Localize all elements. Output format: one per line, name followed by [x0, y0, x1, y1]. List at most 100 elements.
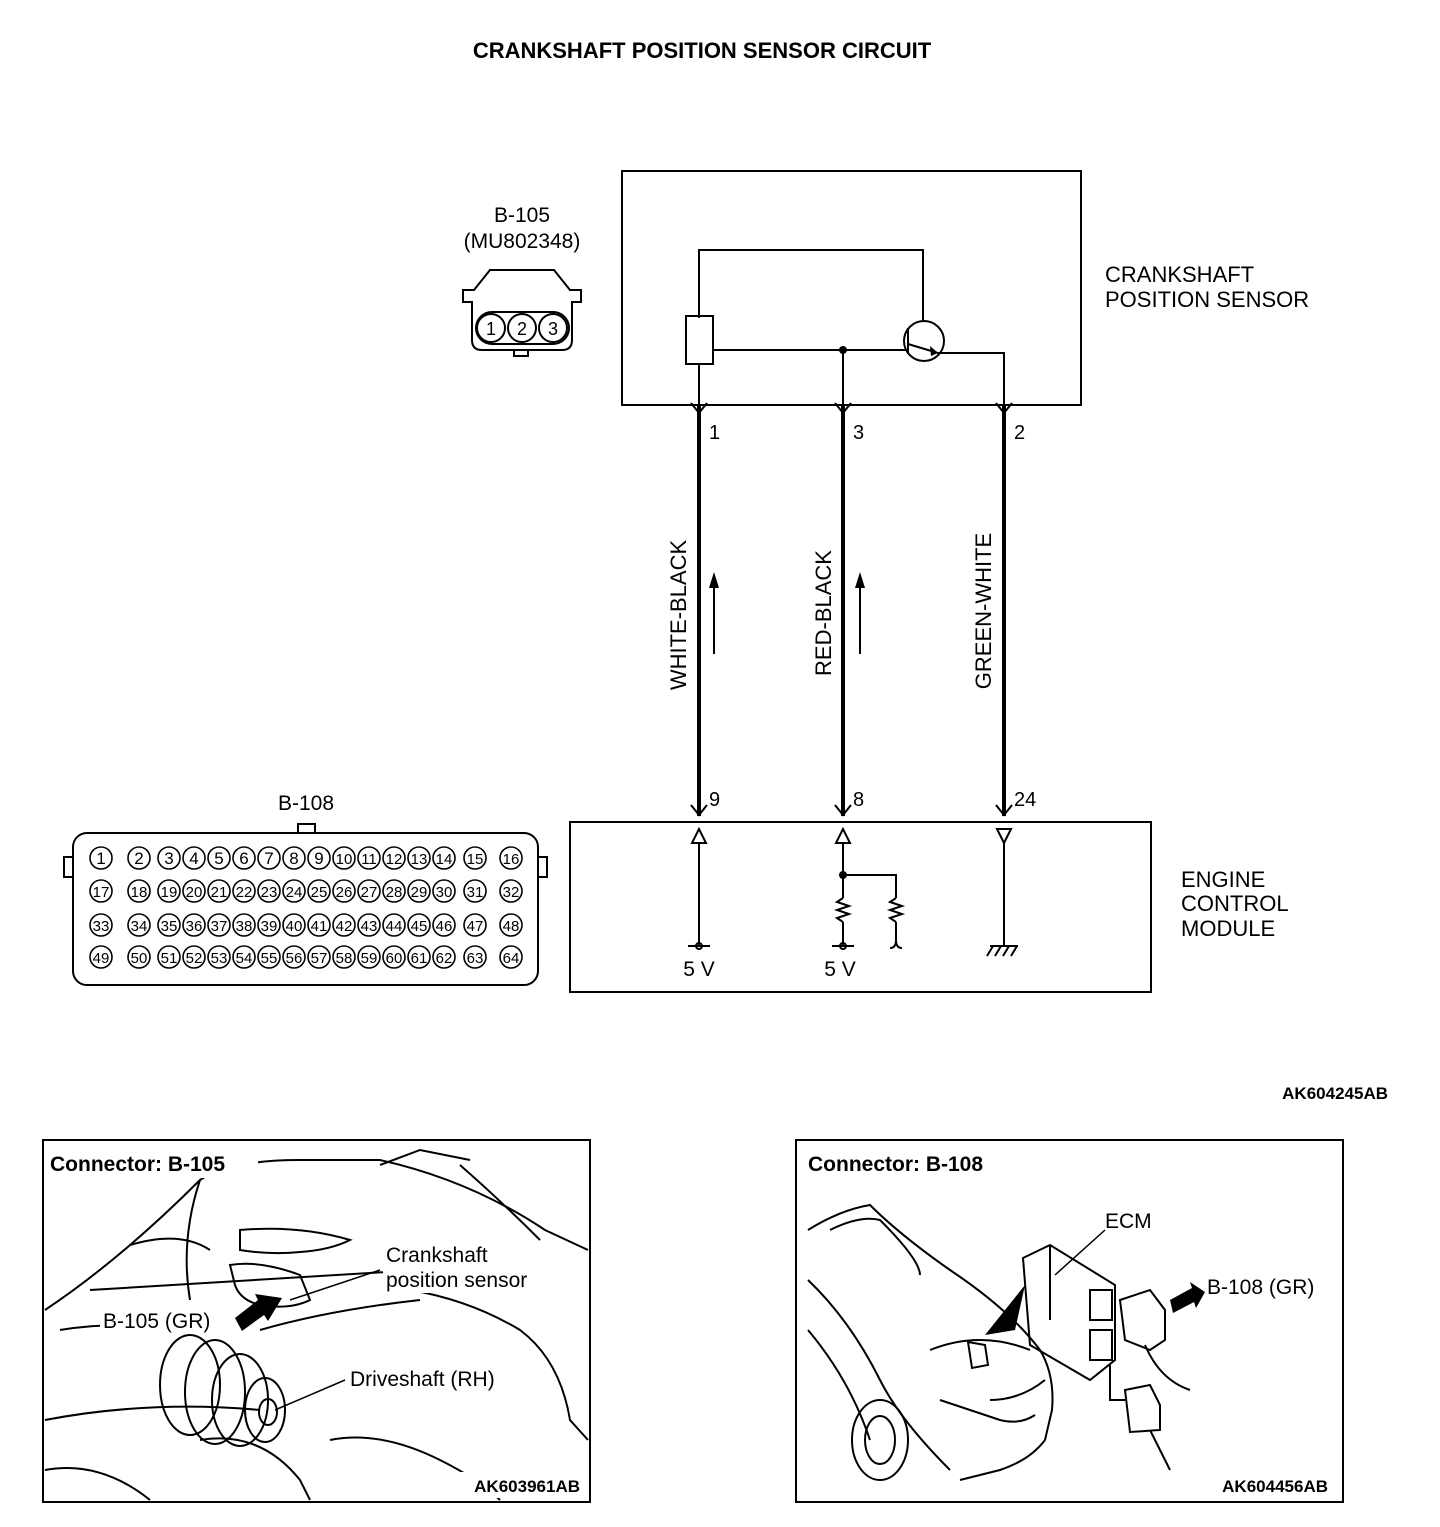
b108-pin-circle — [499, 945, 523, 969]
current-arrow-icon — [855, 572, 865, 588]
ecm-illustration — [1021, 1243, 1191, 1471]
leader-line — [289, 1269, 381, 1301]
b108-pin-34: 34 — [131, 918, 148, 935]
b108-pin-circle — [499, 913, 523, 937]
b108-pin-26: 26 — [336, 884, 353, 901]
b108-pin-16: 16 — [503, 851, 520, 868]
b108-pin-circle — [357, 846, 381, 870]
b108-pin-22: 22 — [236, 884, 253, 901]
b108-pin-circle — [257, 913, 281, 937]
b108-pin-circle — [307, 879, 331, 903]
b108-pin-circle — [463, 846, 487, 870]
junction-dot — [839, 346, 847, 354]
b108-pin-50: 50 — [131, 950, 148, 967]
b108-pin-31: 31 — [467, 884, 484, 901]
b108-pin-circle — [282, 913, 306, 937]
b108-pin-circle — [232, 846, 256, 870]
b108-pin-circle — [232, 913, 256, 937]
b108-pin-circle — [463, 913, 487, 937]
b108-pin-41: 41 — [311, 918, 328, 935]
b108-pin-64: 64 — [503, 950, 520, 967]
label-b108-gr: B-108 (GR) — [1207, 1276, 1314, 1299]
b108-pin-27: 27 — [361, 884, 378, 901]
label-bg — [383, 1243, 555, 1293]
ecm-location-mark-icon — [966, 1340, 990, 1370]
b108-pin-circle — [157, 945, 181, 969]
b108-pin-circle — [89, 913, 113, 937]
b108-pin-circle — [157, 846, 181, 870]
panel-title-bg — [48, 1150, 258, 1178]
b108-pin-12: 12 — [386, 851, 403, 868]
ecm-pin-8: 8 — [853, 789, 864, 811]
b108-pin-59: 59 — [361, 950, 378, 967]
label-position-sensor: position sensor — [386, 1269, 527, 1292]
b108-pin-36: 36 — [186, 918, 203, 935]
pointer-wedge-icon — [985, 1285, 1025, 1335]
ecm-supply-5v-1: 5 V — [683, 958, 715, 981]
b108-pin-circle — [282, 879, 306, 903]
engine-bay-illustration — [44, 1148, 589, 1501]
b108-pin-circle — [89, 879, 113, 903]
b108-pin-23: 23 — [261, 884, 278, 901]
driveshaft-illustration — [159, 1334, 286, 1447]
ecm-pin-9: 9 — [709, 789, 720, 811]
b108-pin-40: 40 — [286, 918, 303, 935]
b108-pin-8: 8 — [289, 849, 298, 868]
b108-pin-circle — [207, 945, 231, 969]
label-b105-gr: B-105 (GR) — [103, 1310, 210, 1333]
ecm-label-line1: ENGINE — [1181, 867, 1265, 892]
transistor-icon — [903, 320, 945, 362]
b108-pin-37: 37 — [211, 918, 228, 935]
pointer-arrow-icon — [235, 1294, 282, 1331]
label-bg — [455, 1472, 585, 1498]
wire-label-red-black: RED-BLACK — [811, 550, 836, 676]
wire-harness — [690, 402, 1013, 817]
b108-pin-circle — [127, 846, 151, 870]
ecm-supply-5v-2: 5 V — [824, 958, 856, 981]
b108-pin-30: 30 — [436, 884, 453, 901]
sensor-pin-1: 1 — [709, 422, 720, 444]
b108-pin-2: 2 — [134, 849, 143, 868]
b108-pin-29: 29 — [411, 884, 428, 901]
b108-pin-19: 19 — [161, 884, 178, 901]
b108-pin-circle — [432, 846, 456, 870]
b108-pin-33: 33 — [93, 918, 110, 935]
b108-pin-circle — [282, 846, 306, 870]
label-ecm: ECM — [1105, 1210, 1152, 1233]
b108-pin-15: 15 — [467, 851, 484, 868]
b108-pin-47: 47 — [467, 918, 484, 935]
b108-pin-10: 10 — [336, 851, 353, 868]
b108-pin-circle — [257, 945, 281, 969]
b108-pin-45: 45 — [411, 918, 428, 935]
b108-pin-circle — [207, 846, 231, 870]
sensor-pin-3: 3 — [853, 422, 864, 444]
b108-pin-circle — [282, 945, 306, 969]
car-illustration — [807, 1203, 1054, 1481]
sensor-pin-2: 2 — [1014, 422, 1025, 444]
b108-pin-circle — [127, 913, 151, 937]
wire-label-green-white: GREEN-WHITE — [971, 533, 996, 689]
b108-pin-51: 51 — [161, 950, 178, 967]
hall-element-icon — [685, 315, 714, 365]
ecm-box — [569, 821, 1152, 993]
b108-pin-3: 3 — [164, 849, 173, 868]
pointer-arrow-icon — [1170, 1282, 1205, 1313]
page-title: CRANKSHAFT POSITION SENSOR CIRCUIT — [473, 38, 932, 63]
b108-pin-circle — [357, 879, 381, 903]
panel-left-title: Connector: B-105 — [50, 1153, 225, 1176]
ecm-label-line2: CONTROL — [1181, 891, 1289, 916]
b108-pin-circle — [357, 945, 381, 969]
ecm-label-line3: MODULE — [1181, 916, 1275, 941]
b108-pin-circle — [407, 945, 431, 969]
ecm-pin-24: 24 — [1014, 789, 1036, 811]
b108-pin-circle — [499, 879, 523, 903]
label-crankshaft: Crankshaft — [386, 1244, 488, 1267]
b108-pin-circle — [157, 879, 181, 903]
b105-connector-face — [462, 269, 582, 357]
b108-pin-21: 21 — [211, 884, 228, 901]
b108-pin-39: 39 — [261, 918, 278, 935]
b105-part-number: (MU802348) — [464, 230, 581, 253]
